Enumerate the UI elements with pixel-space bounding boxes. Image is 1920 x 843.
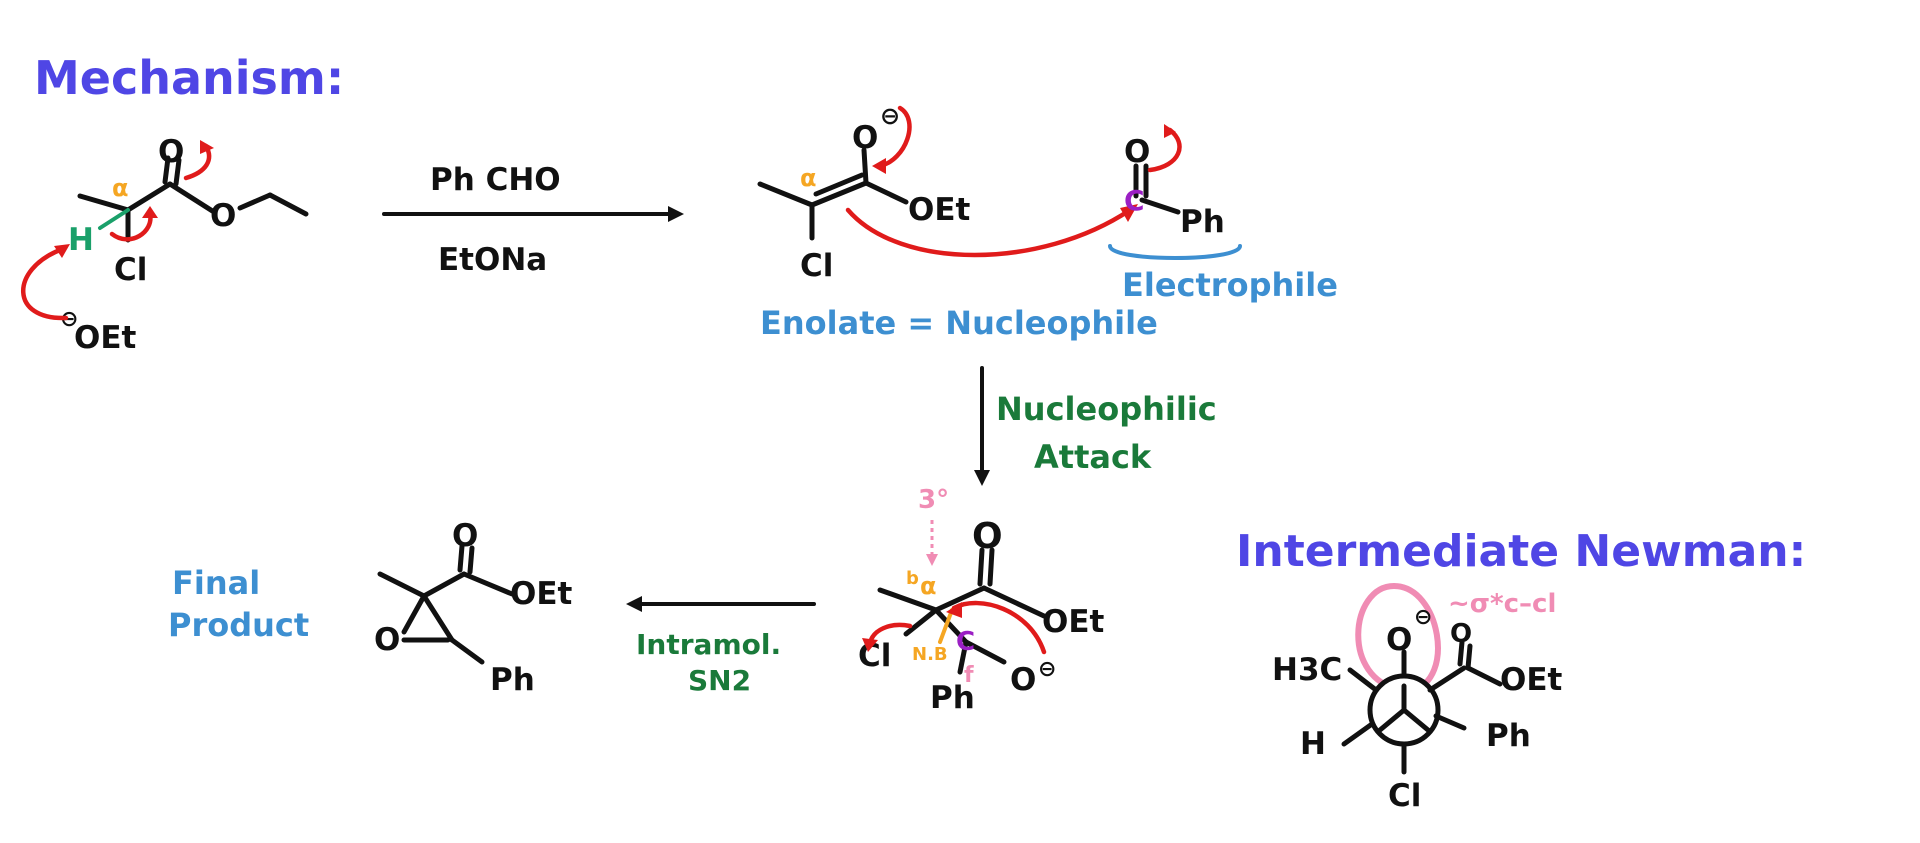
alkoxide-intermediate: 3° b α O OEt Cl C N.B f Ph O ⊖ [858, 485, 1105, 716]
aldehyde-o: O [1124, 134, 1150, 170]
intramol-line2: SN2 [688, 664, 751, 697]
sigma-star-label: ~σ*c–cl [1448, 589, 1556, 619]
alpha-label: α [112, 174, 129, 202]
ester-reactant: O O Cl H α ⊖ OEt [21, 134, 309, 356]
epoxide-product: O OEt O Ph [374, 518, 573, 698]
enolate-oet: OEt [908, 192, 971, 228]
alkoxide-o: O [1010, 662, 1036, 698]
newman-title: Intermediate Newman: [1236, 526, 1806, 577]
arrow-base-to-h [21, 247, 69, 321]
product-ph: Ph [490, 662, 535, 698]
reaction-arrow-1: Ph CHO EtONa [382, 162, 684, 278]
c-h-bond [98, 208, 130, 230]
int-carbonyl-o: O [972, 516, 1003, 557]
newman-h: H [1300, 726, 1326, 762]
newman-h3c: H3C [1272, 652, 1342, 688]
product-oet: OEt [510, 576, 573, 612]
newman-projection: O ⊖ ~σ*c–cl H3C O OEt H Ph Cl [1272, 582, 1563, 814]
aldehyde-ph: Ph [1180, 204, 1225, 240]
f-label: f [964, 663, 974, 688]
enolate-minus: ⊖ [880, 102, 900, 130]
product-carbonyl-o: O [452, 518, 478, 554]
newman-carbonyl-o: O [1450, 619, 1472, 649]
enolate-o: O [852, 120, 878, 156]
reaction-arrow-3: Intramol. SN2 [626, 596, 816, 697]
ethoxide: OEt [74, 320, 137, 356]
ph-brace [1108, 244, 1242, 260]
three-degree: 3° [918, 485, 949, 515]
ethoxide-minus: ⊖ [60, 307, 78, 332]
sigma-star-lobe [1355, 582, 1441, 693]
forming-bond [938, 608, 954, 644]
newman-cl: Cl [1388, 778, 1421, 814]
int-oet: OEt [1042, 604, 1105, 640]
alkoxide-minus: ⊖ [1038, 657, 1056, 682]
nucleophilic-line1: Nucleophilic [996, 390, 1217, 428]
intramol-line1: Intramol. [636, 628, 781, 661]
enolate-cl: Cl [800, 248, 833, 284]
nucleophilic-line2: Attack [1034, 438, 1152, 476]
newman-ph: Ph [1486, 718, 1531, 754]
arrow-enolate-attack [845, 207, 1133, 258]
chlorine: Cl [114, 252, 147, 288]
enolate: O ⊖ OEt Cl α [757, 102, 1138, 284]
arrow-o-to-cc [877, 105, 912, 169]
arrow-ch-to-cc [109, 211, 153, 242]
int-cl: Cl [858, 638, 891, 674]
reagent-top: Ph CHO [430, 162, 561, 198]
alpha-h: H [68, 222, 94, 258]
reagent-bottom: EtONa [438, 242, 547, 278]
int-ph: Ph [930, 680, 975, 716]
benzaldehyde: O C Ph Electrophile [1108, 124, 1338, 304]
electrophile-label: Electrophile [1122, 266, 1338, 304]
reaction-arrow-2: Nucleophilic Attack [974, 366, 1217, 486]
alpha-label-2: α [920, 572, 937, 600]
newman-o-minus-o: O [1386, 622, 1412, 658]
heading: Mechanism: [34, 51, 344, 105]
carbonyl-o: O [158, 134, 184, 170]
ester-o: O [210, 198, 236, 234]
beta-label: b [906, 568, 919, 589]
final-line2: Product [168, 606, 309, 644]
newman-oet: OEt [1500, 662, 1563, 698]
newman-minus: ⊖ [1414, 605, 1432, 630]
int-c: C [956, 627, 975, 657]
nb-label: N.B [912, 644, 948, 665]
enolate-label: Enolate = Nucleophile [760, 304, 1158, 342]
final-line1: Final [172, 564, 260, 602]
enolate-alpha: α [800, 164, 817, 192]
aldehyde-c: C [1124, 184, 1145, 217]
arrow-co-break [1147, 127, 1182, 173]
epoxide-o: O [374, 622, 400, 658]
arrow-o-attack [951, 600, 1047, 655]
